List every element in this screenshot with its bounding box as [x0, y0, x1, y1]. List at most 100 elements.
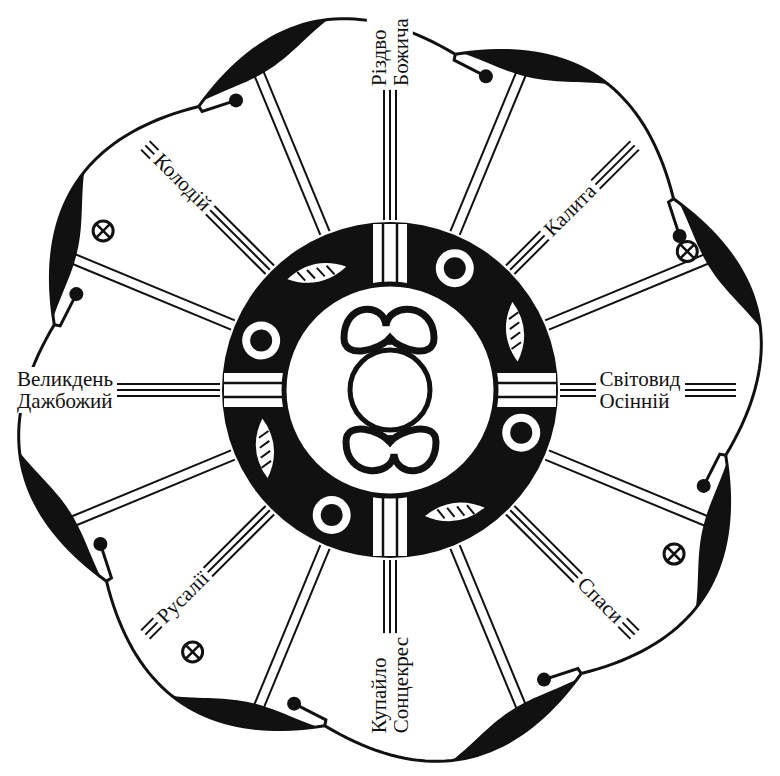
leaf-hatch [510, 332, 520, 339]
curl-hook [100, 544, 111, 581]
leaf-hatch [457, 506, 464, 517]
rim [19, 19, 762, 762]
spoke-line [145, 510, 269, 634]
festival-label: Купайло Сонцекрес [367, 633, 413, 737]
spoke [141, 506, 274, 639]
leaf-hatch [259, 441, 269, 448]
swirl-dot [385, 435, 395, 445]
spoke-line [145, 145, 269, 269]
spoke [68, 450, 234, 527]
leaf [283, 257, 350, 290]
festival-label: Спаси [569, 569, 631, 631]
rim-crescent [20, 452, 101, 577]
leaf [422, 497, 488, 526]
festival-label: Калита [536, 176, 604, 244]
spoke [506, 141, 639, 274]
leaf-hatch [317, 267, 325, 278]
cross-ring [183, 642, 203, 662]
leaf-ornament [283, 257, 350, 290]
spoke-line [510, 510, 634, 634]
bar-line [396, 496, 399, 556]
spoke-line [506, 141, 630, 265]
spoke-line [253, 545, 320, 708]
rim-lobe [455, 50, 673, 198]
bar-line [224, 382, 284, 385]
ring-ornament [502, 414, 540, 452]
circled-cross [93, 221, 113, 241]
leaf-hatch [467, 504, 474, 515]
festival-label: Русалії [149, 563, 217, 631]
rim-crescent [172, 696, 318, 730]
spoke [450, 545, 527, 711]
festival-label: Світовид Осінній [596, 367, 685, 413]
cross-bar [496, 373, 556, 407]
central-disk [222, 222, 558, 558]
spoke [253, 68, 330, 234]
bar-ground [224, 373, 284, 407]
spoke-line [72, 253, 235, 320]
spoke-line [68, 262, 231, 329]
curl-hook [199, 100, 236, 111]
spoke [506, 506, 639, 639]
spoke-line [253, 72, 320, 235]
spoke [545, 450, 711, 527]
swirl-curve [344, 309, 434, 351]
spoke [141, 141, 274, 274]
festival-label: Великдень Дажбожий [13, 367, 117, 413]
rim-lobe [19, 325, 107, 582]
leaf-hatch [508, 312, 518, 319]
swirl [346, 429, 436, 471]
cross-bar [373, 496, 407, 556]
cross-lines [680, 244, 694, 258]
leaf-hatch [511, 342, 521, 349]
spoke [450, 68, 527, 234]
inner-circle [284, 284, 496, 496]
rim-crescent [452, 679, 577, 760]
bar-line [382, 496, 385, 556]
spoke-line [514, 150, 638, 274]
rim-crescent [203, 20, 328, 101]
leaf-ornament [422, 497, 488, 526]
leaf-hatch [297, 271, 305, 282]
curl-dot [537, 673, 551, 687]
rim-crescent [696, 462, 730, 608]
bar-line [396, 224, 399, 284]
leaf-hatch [327, 265, 335, 276]
spoke-line [460, 545, 527, 708]
ring-ornament [242, 322, 280, 360]
spoke-line [510, 145, 634, 269]
bar-ground [373, 496, 407, 556]
spoke-line [141, 506, 265, 630]
cross-lines [186, 645, 200, 659]
bar-line [496, 396, 556, 399]
spoke [68, 253, 234, 330]
cross-bar [224, 373, 284, 407]
curl-dot [93, 537, 107, 551]
leaf-hatch [447, 507, 454, 518]
leaf-hatch [260, 451, 270, 458]
leaf-ornament [502, 299, 528, 364]
swirl-dot [385, 335, 395, 345]
spoke [545, 253, 711, 330]
spoke-line [506, 514, 630, 638]
ring-ornament [313, 496, 351, 534]
spoke-line [549, 262, 712, 329]
leaf-hatch [437, 508, 444, 519]
bar-line [382, 224, 385, 284]
spoke-line [150, 514, 274, 638]
spoke [253, 545, 330, 711]
ring-center [321, 504, 343, 526]
spoke-line [545, 253, 708, 320]
bar-line [224, 396, 284, 399]
rim-lobe [50, 106, 198, 324]
spoke-line [68, 450, 231, 517]
bar-ground [496, 373, 556, 407]
ring-center [444, 257, 466, 279]
ring-ornament [436, 249, 474, 287]
rim-crescent [50, 172, 84, 318]
bar-ground [373, 224, 407, 284]
spoke-line [549, 450, 712, 517]
circled-cross [664, 544, 684, 564]
spoke-line [514, 506, 638, 630]
